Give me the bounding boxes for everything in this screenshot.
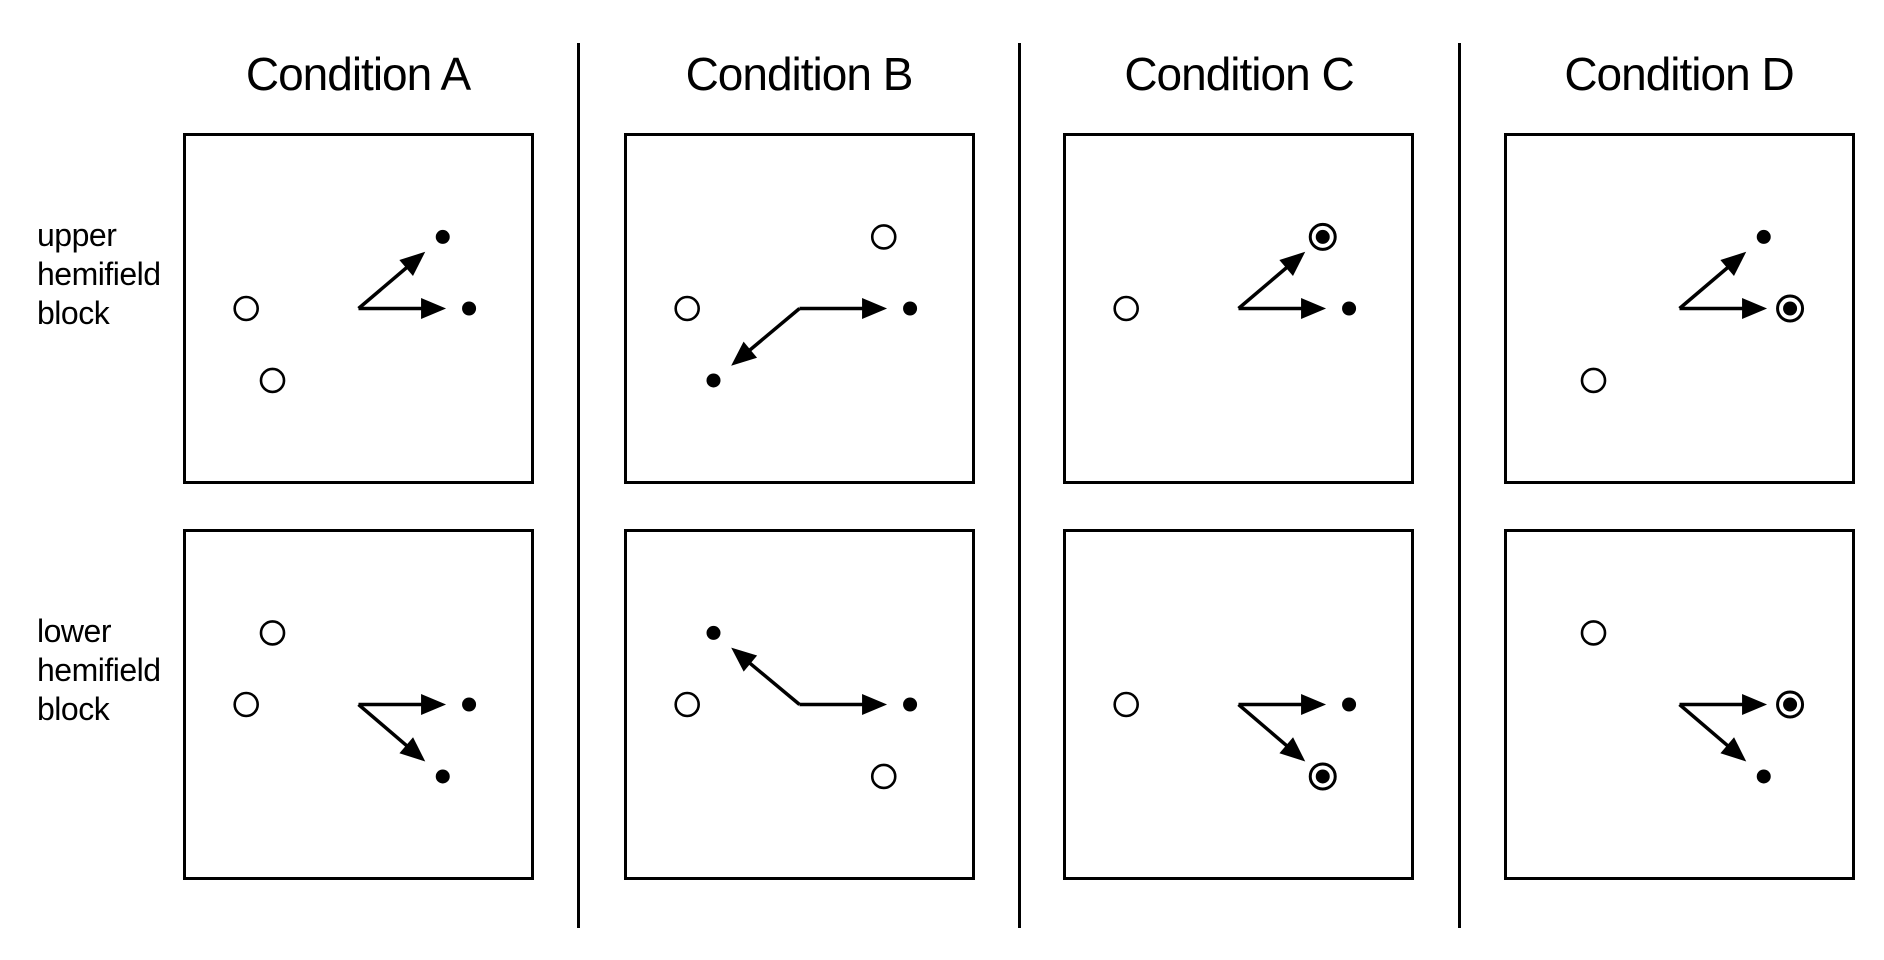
saccade-arrowhead xyxy=(862,694,888,715)
ringed-target-dot-marker xyxy=(1315,229,1330,244)
ringed-target-dot-marker xyxy=(1315,769,1330,784)
target-dot-marker xyxy=(1342,301,1357,316)
saccade-arrow-shaft xyxy=(357,703,412,750)
saccade-arrowhead xyxy=(421,694,447,715)
row-label-line: upper xyxy=(37,217,117,253)
location-circle-marker xyxy=(1113,295,1139,322)
row-label-line: hemifield xyxy=(37,256,161,292)
location-circle-marker xyxy=(233,295,259,322)
ringed-target-outer-circle xyxy=(1308,762,1337,791)
location-circle-marker xyxy=(1113,691,1139,718)
saccade-arrowhead xyxy=(1742,298,1768,319)
panel-condition-c-upper xyxy=(1063,133,1414,484)
target-dot-marker xyxy=(1756,229,1771,244)
upper-hemifield-block-label: upper hemifield block xyxy=(37,216,161,333)
saccade-arrowhead xyxy=(862,298,888,319)
column-divider xyxy=(1018,43,1021,928)
row-label-line: block xyxy=(37,691,110,727)
target-dot-marker xyxy=(462,301,477,316)
row-label-line: hemifield xyxy=(37,652,161,688)
condition-d-header: Condition D xyxy=(1564,48,1794,100)
saccade-arrowhead xyxy=(731,341,758,366)
saccade-arrowhead xyxy=(421,298,447,319)
saccade-arrow-shaft xyxy=(1237,263,1292,310)
saccade-arrow-shaft xyxy=(1237,703,1292,750)
saccade-arrow-shaft xyxy=(1678,703,1733,750)
location-circle-marker xyxy=(870,224,897,250)
condition-c-header: Condition C xyxy=(1124,48,1354,100)
saccade-arrowhead xyxy=(1279,737,1306,762)
ringed-target-outer-circle xyxy=(1308,222,1337,251)
location-circle-marker xyxy=(870,763,897,790)
ringed-target-dot-marker xyxy=(1783,697,1798,712)
target-dot-marker xyxy=(435,769,450,784)
saccade-arrowhead xyxy=(1720,251,1747,276)
panel-condition-c-lower xyxy=(1063,529,1414,880)
row-label-line: block xyxy=(37,295,110,331)
saccade-arrow-shaft xyxy=(357,263,412,310)
saccade-arrowhead xyxy=(399,737,426,762)
target-dot-marker xyxy=(435,229,450,244)
saccade-arrowhead xyxy=(1720,737,1747,762)
saccade-arrow-shaft xyxy=(745,659,801,706)
target-dot-marker xyxy=(1342,697,1357,712)
saccade-arrowhead xyxy=(1301,298,1327,319)
lower-hemifield-block-label: lower hemifield block xyxy=(37,612,161,729)
condition-b-header: Condition B xyxy=(685,48,914,100)
panel-condition-b-upper xyxy=(624,133,975,484)
saccade-arrow-shaft xyxy=(1678,263,1733,310)
panel-condition-a-lower xyxy=(183,529,534,880)
location-circle-marker xyxy=(674,295,700,322)
saccade-arrowhead xyxy=(731,647,758,672)
location-circle-marker xyxy=(259,367,286,394)
target-dot-marker xyxy=(903,301,918,316)
column-divider xyxy=(577,43,580,928)
row-label-line: lower xyxy=(37,613,111,649)
ringed-target-outer-circle xyxy=(1776,294,1805,323)
saccade-arrowhead xyxy=(1742,694,1768,715)
panel-condition-a-upper xyxy=(183,133,534,484)
location-circle-marker xyxy=(259,620,286,646)
column-divider xyxy=(1458,43,1461,928)
panel-condition-d-lower xyxy=(1504,529,1855,880)
location-circle-marker xyxy=(674,691,700,718)
target-dot-marker xyxy=(462,697,477,712)
saccade-arrowhead xyxy=(1301,694,1327,715)
location-circle-marker xyxy=(1580,367,1607,394)
saccade-arrowhead xyxy=(399,251,426,276)
ringed-target-outer-circle xyxy=(1776,690,1805,719)
target-dot-marker xyxy=(706,625,721,640)
target-dot-marker xyxy=(1756,769,1771,784)
saccade-arrowhead xyxy=(1279,251,1306,276)
panel-condition-b-lower xyxy=(624,529,975,880)
ringed-target-dot-marker xyxy=(1783,301,1798,316)
target-dot-marker xyxy=(706,373,721,388)
panel-condition-d-upper xyxy=(1504,133,1855,484)
location-circle-marker xyxy=(233,691,259,718)
location-circle-marker xyxy=(1580,620,1607,646)
target-dot-marker xyxy=(903,697,918,712)
saccade-arrow-shaft xyxy=(745,307,801,355)
condition-a-header: Condition A xyxy=(245,48,471,100)
